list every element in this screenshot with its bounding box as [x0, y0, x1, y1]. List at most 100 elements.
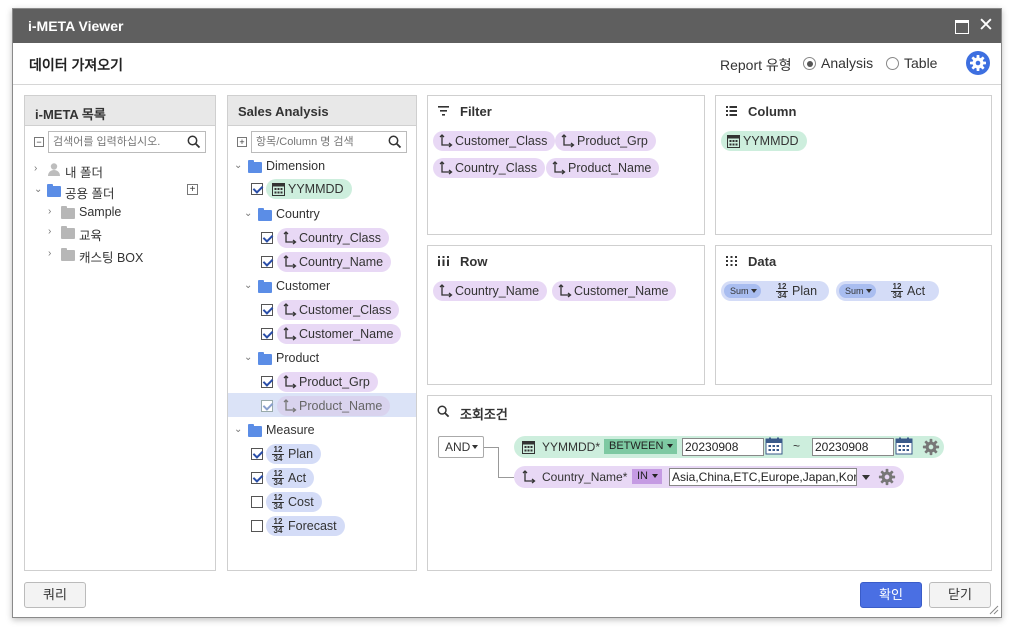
- field-chip-country-class[interactable]: Country_Class: [277, 228, 389, 248]
- field-chip-country-name[interactable]: Country_Name: [277, 252, 392, 272]
- radio-analysis[interactable]: [803, 57, 816, 70]
- field-chip-product-grp[interactable]: Product_Grp: [277, 372, 378, 392]
- hierarchy-icon: [283, 399, 297, 413]
- list-icon: [726, 106, 737, 116]
- calendar-icon: [727, 135, 740, 148]
- chevron-right-icon[interactable]: ›: [48, 248, 52, 259]
- maximize-icon[interactable]: [953, 17, 971, 35]
- tree-group-label: Dimension: [266, 159, 326, 173]
- checkbox-cost[interactable]: [251, 496, 263, 508]
- chevron-down-icon[interactable]: [862, 475, 870, 480]
- operator-dropdown[interactable]: BETWEEN: [604, 439, 678, 454]
- chevron-right-icon[interactable]: ›: [48, 206, 52, 217]
- row-chip-country-name[interactable]: Country_Name: [433, 281, 548, 301]
- tree-group-label: Customer: [276, 279, 331, 293]
- field-label: Customer_Class: [299, 303, 392, 317]
- field-label: Product_Grp: [299, 375, 370, 389]
- checkbox-customer-class[interactable]: [261, 304, 273, 316]
- filter-chip-product-grp[interactable]: Product_Grp: [555, 131, 656, 151]
- collapse-all-icon[interactable]: −: [34, 137, 44, 147]
- query-button[interactable]: 쿼리: [24, 582, 86, 608]
- checkbox-country-name[interactable]: [261, 256, 273, 268]
- checkbox-act[interactable]: [251, 472, 263, 484]
- calendar-picker-icon[interactable]: [895, 437, 913, 455]
- chevron-down-icon[interactable]: ⌄: [34, 184, 43, 195]
- chevron-right-icon[interactable]: ›: [48, 226, 52, 237]
- settings-button[interactable]: [966, 51, 990, 75]
- aggregate-dropdown[interactable]: Sum: [724, 284, 761, 298]
- field-chip-yymmdd[interactable]: YYMMDD: [266, 179, 352, 199]
- close-icon[interactable]: ✕: [978, 15, 994, 36]
- logic-operator-dropdown[interactable]: AND: [438, 436, 484, 458]
- column-chip-yymmdd[interactable]: YYMMDD: [721, 131, 807, 151]
- field-label: Cost: [288, 495, 314, 509]
- meta-search-input[interactable]: [53, 134, 193, 150]
- radio-analysis-label: Analysis: [821, 55, 874, 71]
- value-list-input[interactable]: Asia,China,ETC,Europe,Japan,Korea,U: [669, 468, 857, 486]
- folder-icon: [248, 160, 262, 173]
- search-icon[interactable]: [388, 135, 402, 149]
- filter-chip-country-class[interactable]: Country_Class: [433, 158, 545, 178]
- hierarchy-icon: [558, 284, 572, 298]
- column-panel[interactable]: Column YYMMDD: [715, 95, 992, 235]
- aggregate-dropdown[interactable]: Sum: [839, 284, 876, 298]
- checkbox-country-class[interactable]: [261, 232, 273, 244]
- field-chip-product-name[interactable]: Product_Name: [277, 396, 391, 416]
- meta-search-box[interactable]: [48, 131, 206, 153]
- chip-label: Customer_Class: [455, 134, 548, 148]
- date-from-input[interactable]: 20230908: [682, 438, 764, 456]
- row-panel-title: Row: [460, 254, 488, 269]
- data-panel-title: Data: [748, 254, 777, 269]
- resize-grip-icon[interactable]: [989, 605, 999, 615]
- calendar-icon: [522, 441, 535, 454]
- calendar-picker-icon[interactable]: [765, 437, 783, 455]
- operator-dropdown[interactable]: IN: [632, 469, 662, 484]
- filter-chip-customer-class[interactable]: Customer_Class: [433, 131, 556, 151]
- chevron-down-icon[interactable]: ⌄: [234, 424, 243, 435]
- row-panel[interactable]: Row Country_Name Customer_Name: [427, 245, 705, 385]
- expand-all-icon[interactable]: +: [237, 137, 247, 147]
- chip-label: Country_Name: [455, 284, 540, 298]
- ok-button[interactable]: 확인: [860, 582, 922, 608]
- checkbox-yymmdd[interactable]: [251, 183, 263, 195]
- chevron-down-icon[interactable]: ⌄: [244, 352, 253, 363]
- hierarchy-icon: [552, 161, 566, 175]
- field-chip-customer-name[interactable]: Customer_Name: [277, 324, 402, 344]
- chevron-down-icon[interactable]: ⌄: [234, 160, 243, 171]
- chevron-down-icon[interactable]: ⌄: [244, 280, 253, 291]
- row-chip-customer-name[interactable]: Customer_Name: [552, 281, 677, 301]
- connector-line: [484, 447, 498, 448]
- chevron-down-icon[interactable]: ⌄: [244, 208, 253, 219]
- close-button[interactable]: 닫기: [929, 582, 991, 608]
- checkbox-plan[interactable]: [251, 448, 263, 460]
- filter-panel[interactable]: Filter Customer_Class Product_Grp Countr…: [427, 95, 705, 235]
- add-folder-icon[interactable]: +: [187, 184, 198, 195]
- field-chip-customer-class[interactable]: Customer_Class: [277, 300, 400, 320]
- gear-icon[interactable]: [922, 438, 940, 456]
- hierarchy-icon: [561, 134, 575, 148]
- filter-chip-product-name[interactable]: Product_Name: [546, 158, 660, 178]
- filter-panel-title: Filter: [460, 104, 492, 119]
- chip-label: Product_Grp: [577, 134, 648, 148]
- gear-icon[interactable]: [878, 468, 896, 486]
- checkbox-product-name[interactable]: [261, 400, 273, 412]
- checkbox-customer-name[interactable]: [261, 328, 273, 340]
- search-icon[interactable]: [187, 135, 201, 149]
- field-search-input[interactable]: [256, 134, 396, 150]
- field-search-box[interactable]: [251, 131, 407, 153]
- tree-group-label: Product: [276, 351, 320, 365]
- chevron-right-icon[interactable]: ›: [34, 163, 38, 174]
- date-to-input[interactable]: 20230908: [812, 438, 894, 456]
- radio-table[interactable]: [886, 57, 899, 70]
- checkbox-product-grp[interactable]: [261, 376, 273, 388]
- checkbox-forecast[interactable]: [251, 520, 263, 532]
